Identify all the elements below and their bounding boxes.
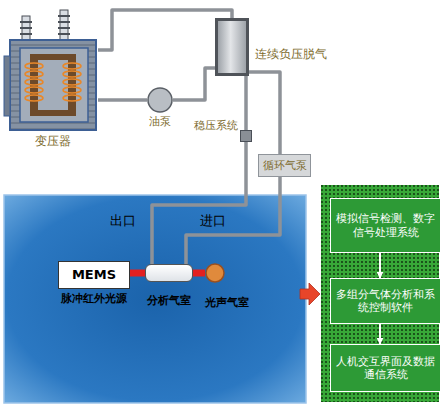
- label-holder: 分析气室: [147, 294, 191, 308]
- transformer-illustration: [4, 10, 96, 130]
- box-label: 稳压系统: [194, 119, 238, 133]
- label-holder: 光声气室: [205, 296, 249, 310]
- circle-outline: [147, 87, 173, 113]
- box-label: 光声气室: [205, 296, 249, 310]
- box-label: 变压器: [35, 134, 71, 149]
- box-text: MEMS: [72, 267, 116, 283]
- label-holder: 油泵: [149, 115, 171, 129]
- process-box: 多组分气体分析和系统控制软件: [330, 278, 441, 324]
- flow-arrow: [379, 253, 381, 278]
- oil-pump: 油泵: [147, 87, 173, 113]
- gas-pipe: [249, 72, 280, 154]
- gas-pipe: [152, 142, 246, 264]
- pressure-regulator: 稳压系统: [240, 130, 252, 142]
- circle-shape: [148, 88, 172, 112]
- port-label: 进口: [200, 213, 226, 229]
- software-panel: [320, 184, 440, 403]
- process-box: 人机交互界面及数据通信系统: [330, 344, 441, 392]
- box-label: 分析气室: [147, 294, 191, 308]
- label-holder: 变压器: [35, 134, 71, 149]
- box-text: 人机交互界面及数据通信系统: [331, 355, 440, 381]
- label-holder: 稳压系统: [194, 119, 238, 133]
- process-box: 模拟信号检测、数字信号处理系统: [330, 198, 441, 253]
- gas-pipe: [98, 10, 232, 50]
- light-beam: [193, 270, 205, 277]
- label-holder: 连续负压脱气: [255, 47, 327, 62]
- sensor-panel: [4, 195, 306, 403]
- gas-pipe: [173, 68, 215, 100]
- box-label: 连续负压脱气: [255, 47, 327, 62]
- circle-shape: [206, 264, 224, 282]
- box-text: 模拟信号检测、数字信号处理系统: [331, 212, 440, 238]
- port-label: 出口: [110, 213, 136, 229]
- transformer: 变压器: [8, 32, 98, 130]
- degas-tank: 连续负压脱气: [215, 18, 249, 76]
- gas-pipe: [186, 177, 280, 264]
- box-label: 脉冲红外光源: [61, 292, 127, 306]
- photoacoustic-cell: 光声气室: [205, 263, 225, 283]
- analysis-cell: 分析气室: [145, 264, 193, 282]
- mems-source: MEMS脉冲红外光源: [58, 261, 130, 289]
- label-holder: 脉冲红外光源: [61, 292, 127, 306]
- box-label: 油泵: [149, 115, 171, 129]
- gas-pipe: [98, 98, 147, 102]
- flow-arrow: [379, 324, 381, 344]
- gas-pipe: [244, 76, 248, 130]
- gas-pump: 循环气泵: [258, 154, 311, 177]
- light-beam: [130, 270, 145, 277]
- box-text: 多组分气体分析和系统控制软件: [331, 288, 440, 314]
- box-text: 循环气泵: [263, 159, 307, 173]
- flow-arrow: [300, 283, 320, 305]
- circle-outline: [205, 263, 225, 283]
